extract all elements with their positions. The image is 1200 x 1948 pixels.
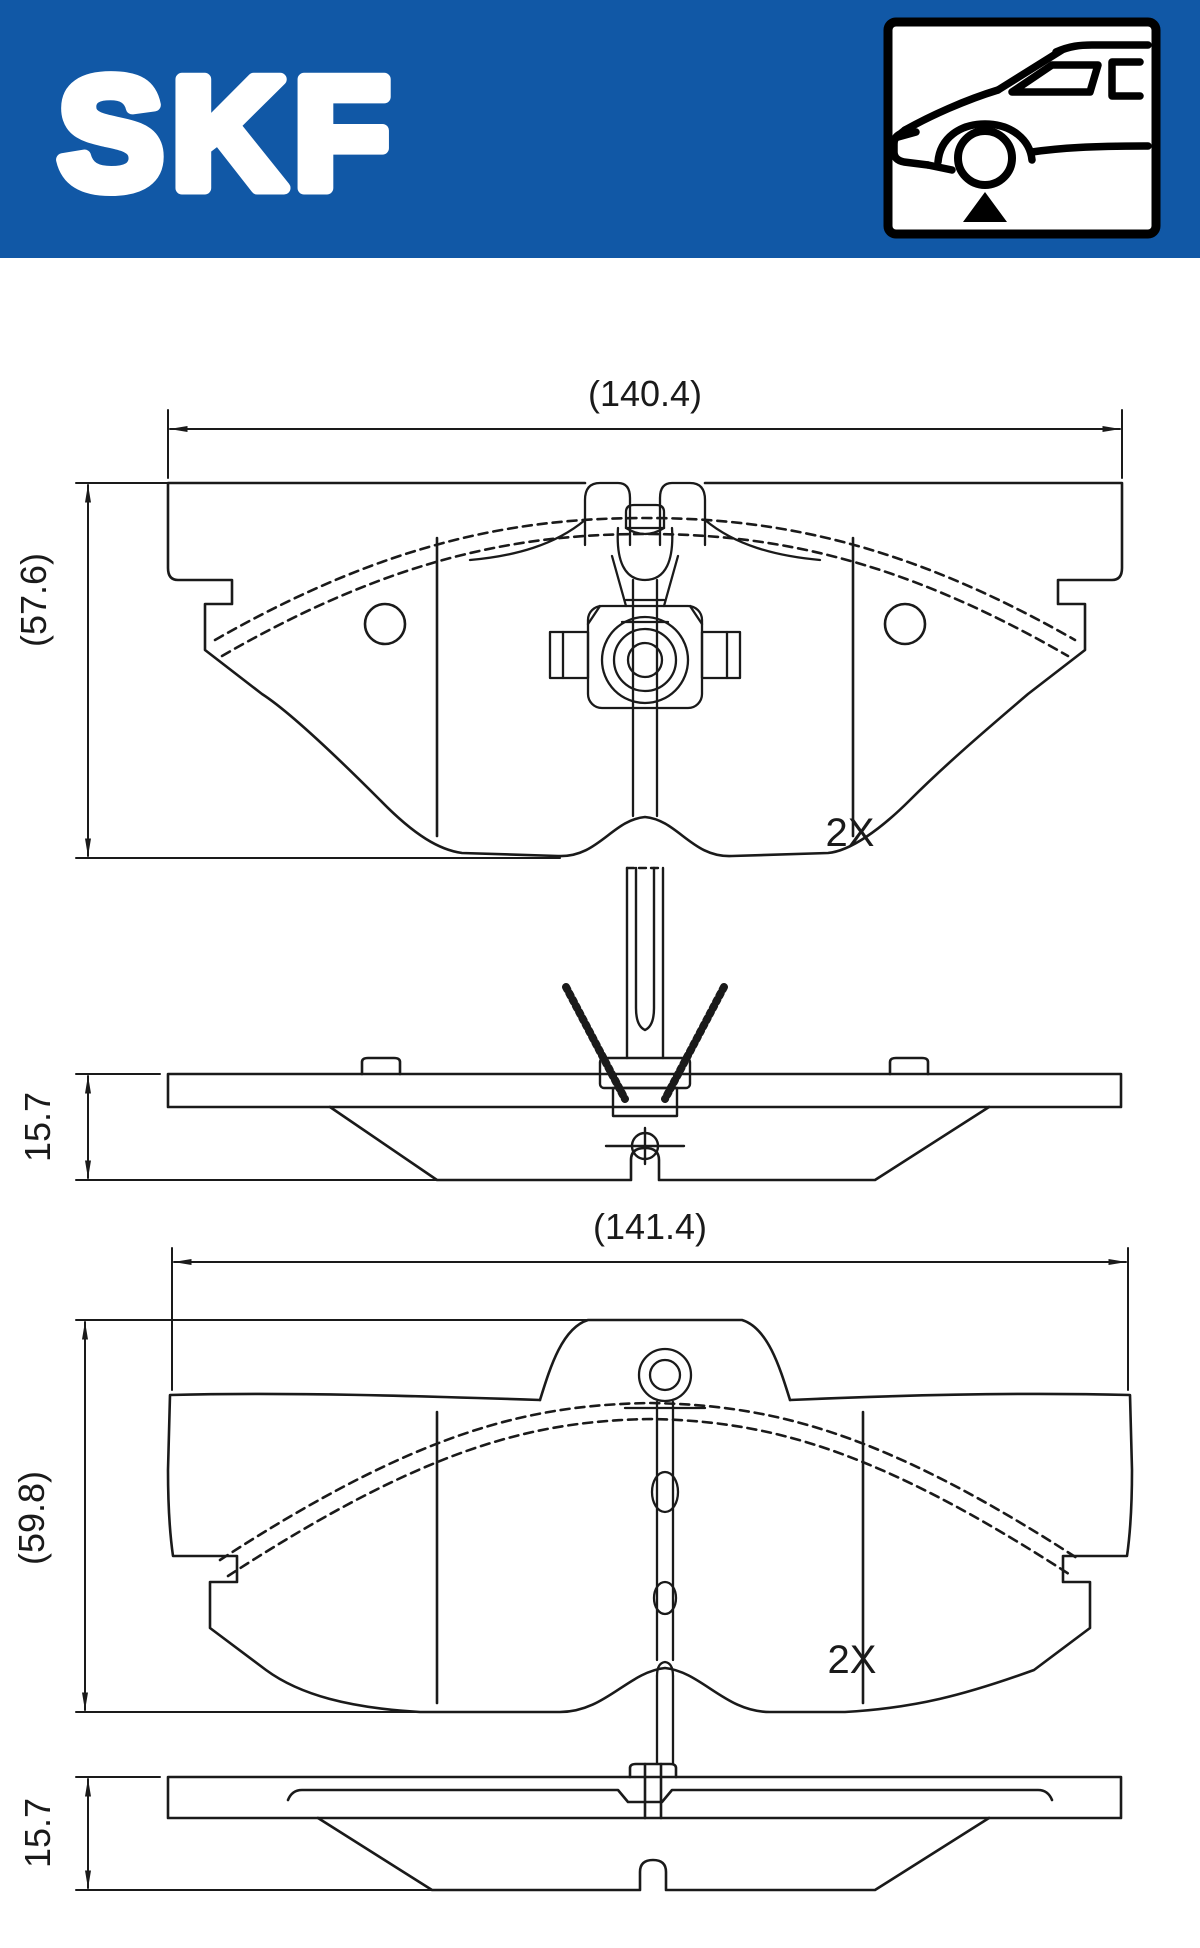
- pad2-height-dim-text: (59.8): [11, 1471, 52, 1565]
- pad1-side-view: [166, 1056, 1123, 1182]
- pad1-right-hole: [883, 602, 927, 646]
- pad1-hidden-arc-2: [220, 532, 1070, 658]
- pad2-width-dim-text: (141.4): [593, 1206, 707, 1247]
- pad1-friction-profile: [328, 1105, 991, 1182]
- pad2-side-view: [166, 1762, 1123, 1892]
- pad1-spring-leg-right: [661, 983, 728, 1103]
- pad1-thickness-dim: 15.7: [17, 1073, 561, 1181]
- car-front-outline-icon: [890, 41, 1152, 189]
- axle-icon-frame: [883, 17, 1161, 239]
- pad2-quantity-label: 2X: [828, 1638, 877, 1682]
- header-banner: SKF: [0, 0, 1200, 258]
- vehicle-axle-icon: [883, 17, 1161, 239]
- pad1-backing-plate: [166, 1072, 1123, 1109]
- pad2-hidden-arc-1: [218, 1401, 1082, 1562]
- pad2-hidden-arc-2: [226, 1417, 1074, 1578]
- pad2-friction-profile: [316, 1816, 991, 1892]
- pad1-thickness-dim-text: 15.7: [17, 1092, 58, 1162]
- pad2-outline: [166, 1392, 1134, 1714]
- pad2-thickness-dim: 15.7: [17, 1776, 561, 1891]
- pad2-main-view: 2X: [166, 1318, 1134, 1766]
- pad2-dimensions: (141.4) (59.8): [11, 1206, 1129, 1713]
- pad1-hidden-arc-1: [213, 516, 1077, 642]
- pad1-width-dim-text: (140.4): [588, 373, 702, 414]
- pad2-clip-and-pin: [623, 1347, 707, 1766]
- pad1-left-hole: [363, 602, 407, 646]
- pad1-height-dim-text: (57.6): [13, 553, 54, 647]
- pad1-main-view: 2X: [166, 481, 1124, 858]
- pad1-outline: [166, 481, 1124, 858]
- skf-logo: SKF: [58, 46, 398, 222]
- pad1-spring-clip: [468, 481, 822, 818]
- pad2-thickness-dim-text: 15.7: [17, 1798, 58, 1868]
- pad1-quantity-label: 2X: [826, 811, 875, 855]
- axle-marker-triangle-icon: [963, 192, 1007, 222]
- pad1-dimensions: (140.4) (57.6): [13, 373, 1123, 859]
- pad2-plate-inner-line: [286, 1788, 1054, 1804]
- pad1-wear-pin: [562, 866, 728, 1166]
- pad1-spring-leg-left: [562, 983, 629, 1103]
